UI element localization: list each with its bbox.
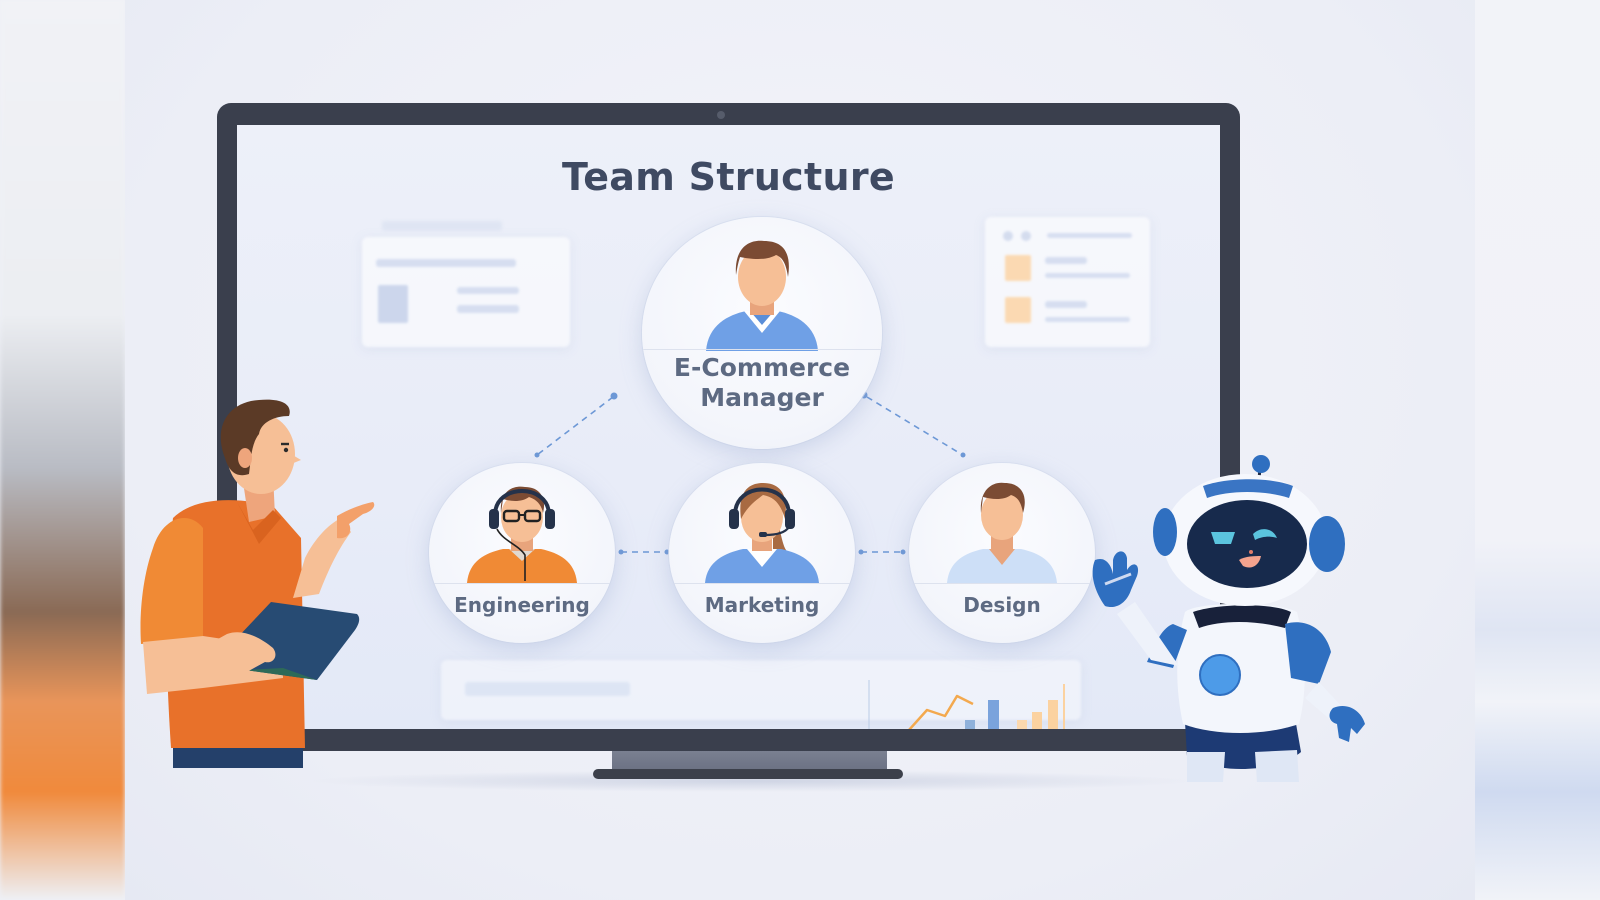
- blurred-right-margin: [1475, 0, 1600, 900]
- org-node-marketing-label: Marketing: [704, 593, 820, 617]
- background-footer-card: [441, 660, 1081, 720]
- page-title: Team Structure: [562, 155, 895, 199]
- floor-shadow: [305, 770, 1205, 792]
- mini-chart: [868, 680, 1065, 729]
- manager-avatar-icon: [706, 240, 818, 351]
- marketer-avatar-icon: [705, 483, 819, 583]
- org-node-marketing[interactable]: Marketing: [669, 463, 855, 643]
- illustration-stage: Team Structure: [125, 0, 1475, 900]
- webcam-icon: [717, 111, 725, 119]
- org-node-manager-label-line2: Manager: [700, 383, 824, 412]
- monitor: Team Structure: [217, 103, 1240, 751]
- org-node-design[interactable]: Design: [909, 463, 1095, 643]
- org-node-manager-label-line1: E-Commerce: [673, 353, 851, 382]
- blurred-left-margin: [0, 0, 125, 900]
- monitor-screen: Team Structure: [237, 125, 1220, 729]
- robot-assistant-illustration: [1092, 455, 1365, 782]
- monitor-stand-neck: [612, 751, 887, 771]
- background-card-left: [362, 237, 570, 347]
- org-node-design-label: Design: [963, 593, 1041, 617]
- org-node-manager[interactable]: E-Commerce Manager: [642, 217, 882, 449]
- org-node-engineering[interactable]: Engineering: [429, 463, 615, 643]
- engineer-avatar-icon: [467, 486, 577, 583]
- background-card-left-tab: [382, 221, 502, 231]
- org-connectors: [534, 391, 966, 555]
- background-card-right: [985, 217, 1150, 347]
- org-node-engineering-label: Engineering: [454, 593, 590, 617]
- presenter-illustration: [140, 399, 375, 768]
- designer-avatar-icon: [947, 482, 1057, 583]
- monitor-stand-base: [593, 769, 903, 779]
